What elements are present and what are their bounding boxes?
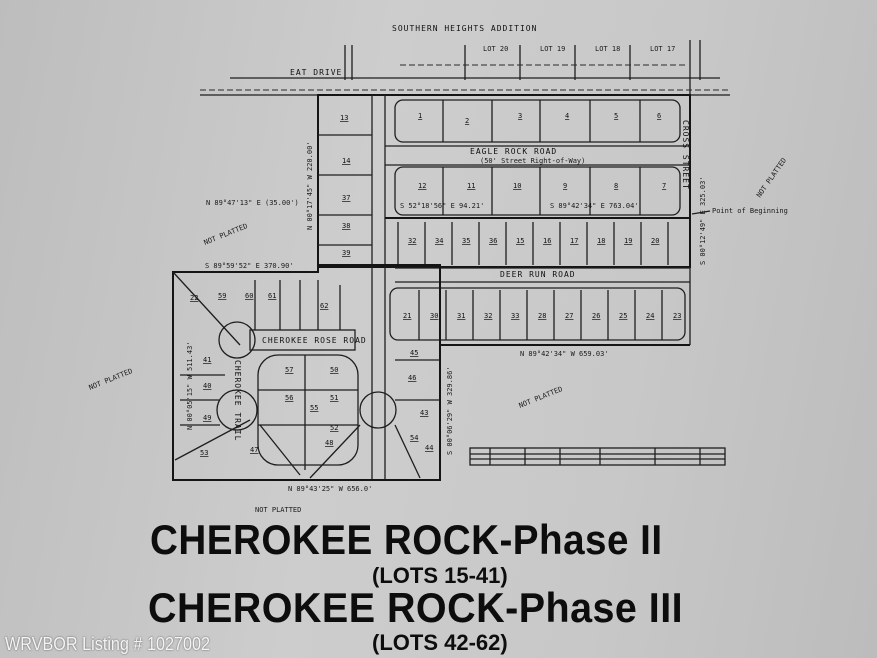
lot-number: 12	[418, 182, 426, 190]
lot-number: 20	[651, 237, 659, 245]
subtitle-phase-3-lots: (LOTS 42-62)	[372, 630, 508, 655]
not-platted-label: NOT PLATTED	[88, 367, 134, 392]
lot-number: 26	[592, 312, 600, 320]
lot-number: 59	[218, 292, 226, 300]
lot-number: 48	[325, 439, 333, 447]
lot-number: 55	[310, 404, 318, 412]
lot-number: 38	[342, 222, 350, 230]
lot-number: 53	[200, 449, 208, 457]
lot-number: 52	[330, 424, 338, 432]
bearing-label: N 00°17'45" W 220.00'	[306, 141, 314, 230]
not-platted-label: NOT PLATTED	[518, 385, 564, 410]
not-platted-label: NOT PLATTED	[255, 506, 301, 514]
bearing-label: N 00°05'15" W 511.43'	[186, 341, 194, 430]
title-phase-3: CHEROKEE ROCK-Phase III	[148, 584, 684, 631]
lot-number: 8	[614, 182, 618, 190]
lot-number: 14	[342, 157, 350, 165]
bearing-label: N 89°43'25" W 656.0'	[288, 485, 372, 493]
lot-number: 19	[624, 237, 632, 245]
lot-number: 30	[430, 312, 438, 320]
street-cherokee-rose-road: CHEROKEE ROSE ROAD	[262, 336, 367, 345]
adjacent-lot: LOT 18	[595, 45, 620, 53]
lot-number: 60	[245, 292, 253, 300]
lot-number: 45	[410, 349, 418, 357]
lot-number: 1	[418, 112, 422, 120]
lot-number: 31	[457, 312, 465, 320]
bearing-label: S 00°06'29" W 329.86'	[446, 366, 454, 455]
street-cherokee-trail: CHEROKEE TRAIL	[233, 360, 242, 441]
not-platted-label: NOT PLATTED	[755, 157, 788, 200]
lot-number: 16	[543, 237, 551, 245]
street-row-note: (50' Street Right-of-Way)	[480, 157, 585, 165]
lot-number: 10	[513, 182, 521, 190]
lot-number: 28	[538, 312, 546, 320]
lot-number: 47	[250, 446, 258, 454]
lot-number: 43	[420, 409, 428, 417]
lot-number: 41	[203, 356, 211, 364]
bearing-label: S 89°42'34" E 763.04'	[550, 202, 639, 210]
lot-number: 18	[597, 237, 605, 245]
not-platted-label: NOT PLATTED	[203, 222, 249, 247]
lot-number: 24	[646, 312, 654, 320]
lot-number: 15	[516, 237, 524, 245]
lot-number: 27	[565, 312, 573, 320]
lot-number: 35	[462, 237, 470, 245]
adjacent-addition-title: SOUTHERN HEIGHTS ADDITION	[392, 24, 537, 33]
bearing-label: S 52°18'56" E 94.21'	[400, 202, 484, 210]
lot-number: 22	[190, 294, 198, 302]
street-deer-run-road: DEER RUN ROAD	[500, 270, 576, 279]
street-cross-street: CROSS STREET	[681, 120, 690, 190]
lot-number: 25	[619, 312, 627, 320]
lot-number: 51	[330, 394, 338, 402]
lot-number: 7	[662, 182, 666, 190]
lot-number: 56	[285, 394, 293, 402]
lot-number: 32	[484, 312, 492, 320]
lot-number: 23	[673, 312, 681, 320]
lot-number: 21	[403, 312, 411, 320]
lot-number: 50	[330, 366, 338, 374]
street-eat-drive: EAT DRIVE	[290, 68, 342, 77]
adjacent-lot: LOT 19	[540, 45, 565, 53]
listing-watermark: WRVBOR Listing # 1027002	[5, 634, 211, 654]
lot-number: 36	[489, 237, 497, 245]
lot-number: 57	[285, 366, 293, 374]
point-of-beginning-label: Point of Beginning	[712, 207, 788, 215]
lot-number: 6	[657, 112, 661, 120]
title-phase-2: CHEROKEE ROCK-Phase II	[150, 516, 663, 563]
lot-number: 37	[342, 194, 350, 202]
lot-number: 4	[565, 112, 569, 120]
lot-number: 32	[408, 237, 416, 245]
adjacent-lot: LOT 20	[483, 45, 508, 53]
lot-number: 33	[511, 312, 519, 320]
adjacent-lot: LOT 17	[650, 45, 675, 53]
lot-number: 39	[342, 249, 350, 257]
lot-number: 46	[408, 374, 416, 382]
lot-number: 11	[467, 182, 475, 190]
lot-number: 5	[614, 112, 618, 120]
curve-table	[469, 447, 726, 466]
lot-number: 34	[435, 237, 443, 245]
street-eagle-rock-road: EAGLE ROCK ROAD	[470, 147, 557, 156]
subtitle-phase-2-lots: (LOTS 15-41)	[372, 563, 508, 588]
lot-number: 49	[203, 414, 211, 422]
lot-number: 61	[268, 292, 276, 300]
lot-number: 9	[563, 182, 567, 190]
southern-heights-addition	[344, 40, 701, 345]
bearing-label: S 00°12'49" E 325.03'	[699, 176, 707, 265]
lot-number: 17	[570, 237, 578, 245]
lot-number: 13	[340, 114, 348, 122]
bearing-label: N 89°42'34" W 659.03'	[520, 350, 609, 358]
lot-number: 62	[320, 302, 328, 310]
bearing-label: S 89°59'52" E 370.90'	[205, 262, 294, 270]
lot-number: 54	[410, 434, 418, 442]
lot-number: 44	[425, 444, 433, 452]
lot-number: 40	[203, 382, 211, 390]
bearing-label: N 89°47'13" E (35.00')	[206, 199, 299, 207]
lot-number: 3	[518, 112, 522, 120]
lot-number: 2	[465, 117, 469, 125]
